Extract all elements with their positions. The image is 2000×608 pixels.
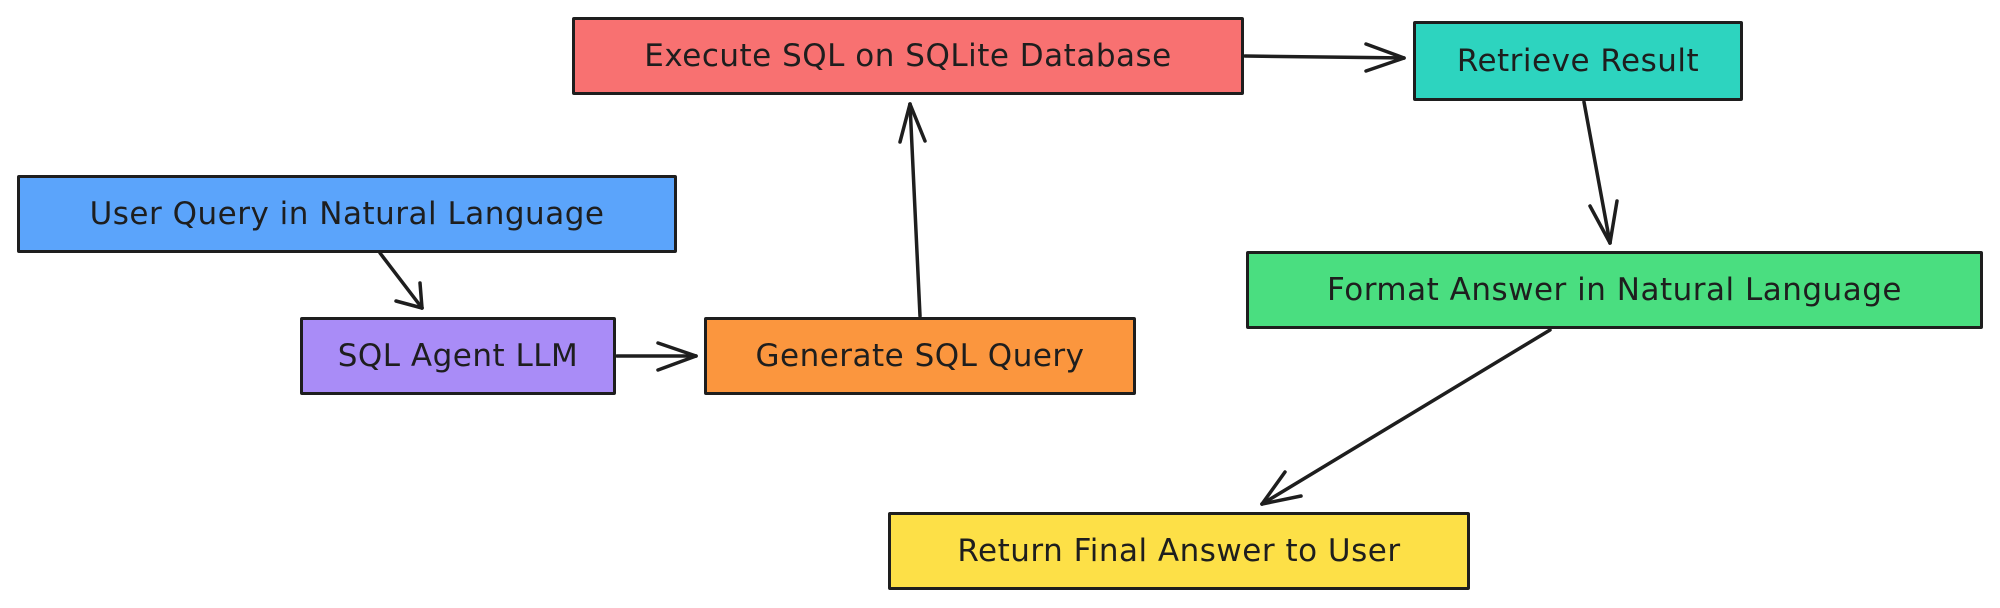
user-query-node: User Query in Natural Language	[17, 175, 677, 253]
sql-agent-node: SQL Agent LLM	[300, 317, 616, 395]
edge-sql-agent-to-generate-sql	[615, 341, 698, 372]
edge-format-to-final	[1260, 328, 1552, 506]
edge-retrieve-to-format	[1582, 100, 1619, 245]
format-answer-node: Format Answer in Natural Language	[1246, 251, 1983, 329]
edge-user-query-to-sql-agent	[378, 251, 424, 310]
edge-generate-sql-to-execute-sql	[898, 102, 927, 318]
execute-sql-node: Execute SQL on SQLite Database	[572, 17, 1244, 95]
final-answer-node: Return Final Answer to User	[888, 512, 1470, 590]
generate-sql-node: Generate SQL Query	[704, 317, 1136, 395]
retrieve-result-node: Retrieve Result	[1413, 21, 1743, 101]
edge-execute-sql-to-retrieve	[1243, 42, 1406, 73]
